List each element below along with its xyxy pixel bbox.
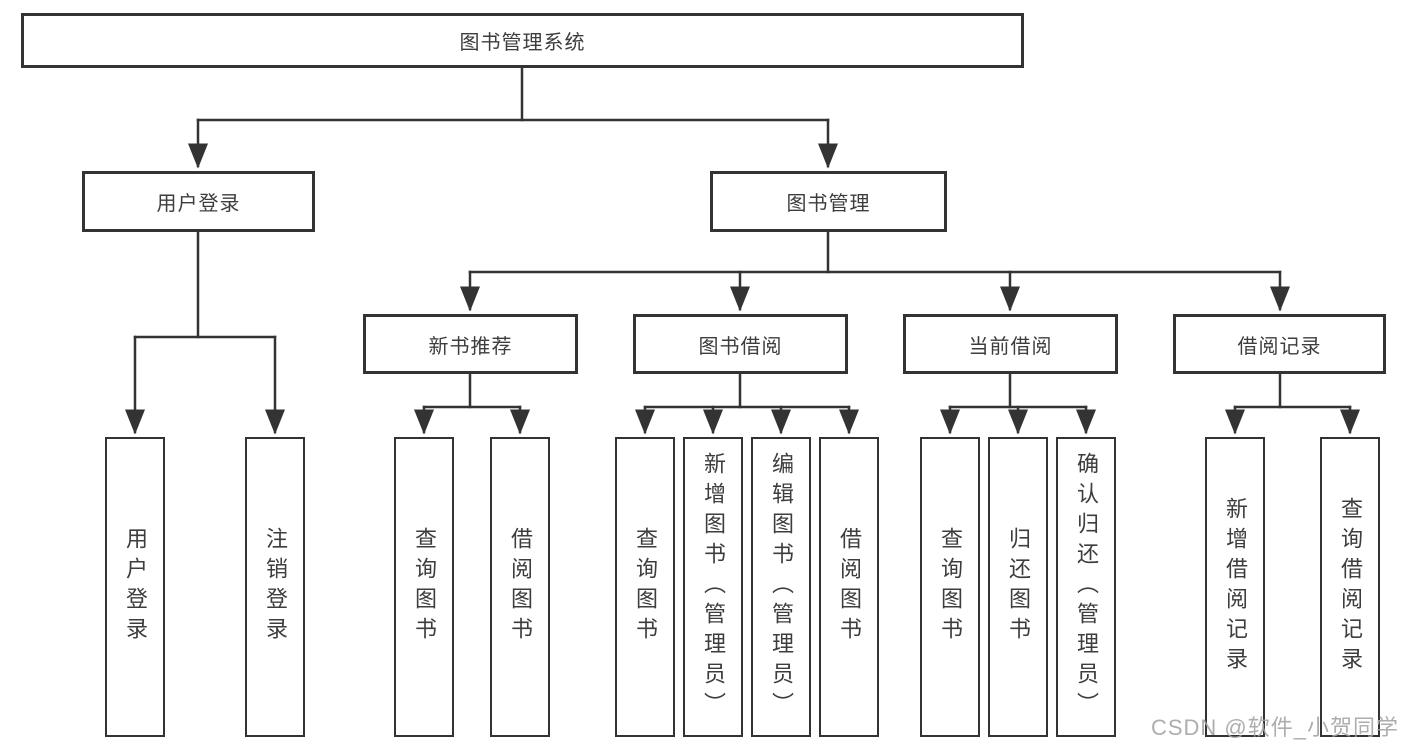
leaf-query-borrow-record: 查询借阅记录 [1320,437,1380,737]
leaf-logout: 注销登录 [245,437,305,737]
connector-root-to-level2 [188,66,838,169]
leaf-return-books: 归还图书 [988,437,1048,737]
node-label: 确认归还（管理员） [1074,452,1099,722]
leaf-borrow-books: 借阅图书 [819,437,879,737]
node-new-books: 新书推荐 [363,314,578,374]
leaf-query-books-current: 查询图书 [920,437,980,737]
watermark: CSDN @软件_小贺同学 [1150,715,1399,740]
node-label: 查询图书 [412,527,437,647]
node-user-login: 用户登录 [82,171,315,232]
leaf-add-books-admin: 新增图书（管理员） [683,437,743,737]
node-label: 借阅图书 [508,527,533,647]
node-label: 图书管理 [786,193,871,215]
leaf-query-books-borrow: 查询图书 [615,437,675,737]
node-label: 编辑图书（管理员） [769,452,794,722]
node-label: 查询图书 [633,527,658,647]
node-label: 用户登录 [156,193,241,215]
node-borrow-records: 借阅记录 [1173,314,1386,374]
connector-new-books-leaves [414,372,530,435]
node-label: 新书推荐 [428,335,513,358]
leaf-query-books-recommend: 查询图书 [394,437,454,737]
leaf-edit-books-admin: 编辑图书（管理员） [751,437,811,737]
node-label: 查询图书 [938,527,963,647]
leaf-add-borrow-record: 新增借阅记录 [1205,437,1265,737]
leaf-confirm-return-admin: 确认归还（管理员） [1056,437,1116,737]
node-label: 图书管理系统 [459,32,586,54]
node-current-borrow: 当前借阅 [903,314,1118,374]
node-label: 查询借阅记录 [1338,497,1363,677]
connector-borrow-records-leaves [1225,372,1360,435]
node-label: 新增图书（管理员） [701,452,726,722]
node-book-borrow: 图书借阅 [633,314,848,374]
leaf-borrow-books-recommend: 借阅图书 [490,437,550,737]
connector-book-mgmt-to-level3 [460,230,1290,312]
node-label: 注销登录 [263,527,288,647]
node-root: 图书管理系统 [21,13,1024,68]
node-label: 图书借阅 [698,335,783,358]
leaf-user-login: 用户登录 [105,437,165,737]
node-label: 借阅记录 [1237,335,1322,358]
connector-current-borrow-leaves [940,372,1096,435]
node-label: 当前借阅 [968,335,1053,358]
node-label: 用户登录 [123,527,148,647]
node-label: 借阅图书 [837,527,862,647]
node-book-mgmt: 图书管理 [710,171,947,232]
node-label: 新增借阅记录 [1223,497,1248,677]
node-label: 归还图书 [1006,527,1031,647]
connector-book-borrow-leaves [635,372,859,435]
connector-user-login-leaves [125,230,285,435]
